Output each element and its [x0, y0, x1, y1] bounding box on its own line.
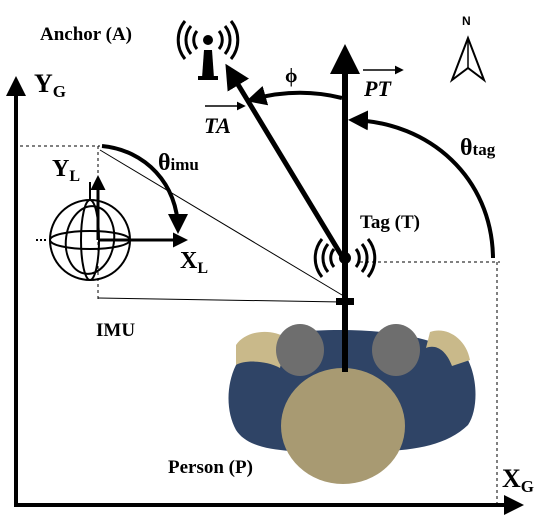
phi-label: ϕ [285, 65, 297, 87]
global-axes [5, 76, 524, 515]
gyroscope-icon [36, 182, 131, 281]
north-arrow-icon: N [449, 14, 487, 83]
north-label: N [462, 14, 471, 28]
tag-antenna-icon [313, 238, 377, 305]
global-y-label: YG [34, 69, 66, 101]
person-right-shoulder [426, 330, 470, 366]
phi-arc [246, 85, 343, 106]
local-y-label: YL [52, 156, 80, 185]
person-figure [228, 324, 476, 484]
vector-overbars [205, 65, 404, 111]
antenna-icon [176, 20, 240, 80]
local-x-label: XL [180, 248, 208, 277]
theta-tag-arc [348, 110, 495, 259]
person-head [281, 368, 405, 484]
reference-dashes [20, 145, 500, 503]
vector-pt-label: PT [363, 76, 392, 101]
local-axes [90, 175, 188, 248]
person-label: Person (P) [168, 457, 253, 478]
person-left-shoulder [236, 331, 286, 368]
theta-imu-label: θimu [158, 150, 199, 176]
anchor-label: Anchor (A) [40, 24, 132, 45]
vector-ta-label: TA [204, 113, 231, 138]
imu-sight-lines [97, 149, 343, 303]
theta-imu-arc [101, 144, 188, 234]
global-x-label: XG [502, 464, 534, 496]
person-right-arm-dark [372, 324, 420, 376]
imu-label: IMU [96, 320, 135, 341]
person-left-arm-dark [276, 324, 324, 376]
tag-label: Tag (T) [360, 212, 420, 233]
theta-tag-label: θtag [460, 135, 496, 161]
